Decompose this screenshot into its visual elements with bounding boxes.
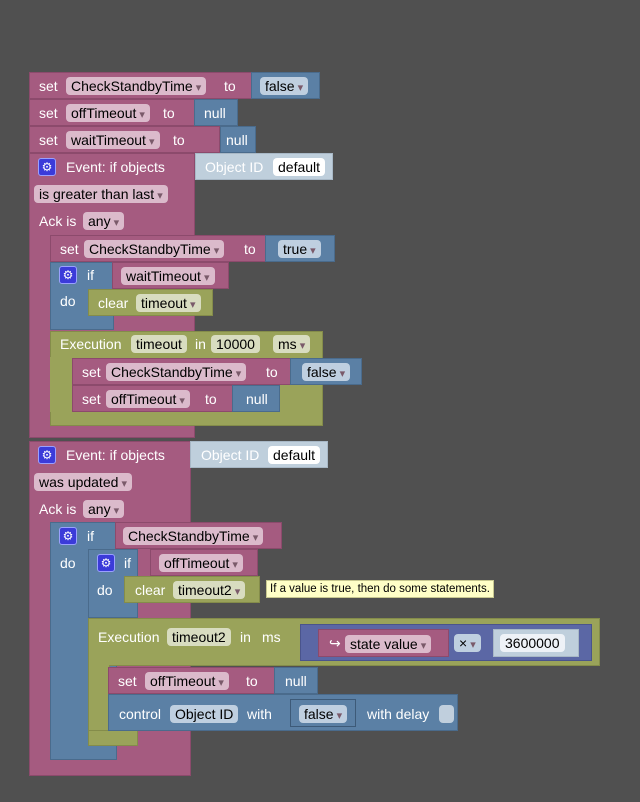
execution-block-arm bbox=[50, 357, 72, 412]
number-field[interactable]: 3600000 bbox=[500, 634, 565, 652]
delay-field[interactable]: 10000 bbox=[211, 335, 260, 353]
object-id-field[interactable]: Object ID bbox=[170, 705, 239, 723]
delay-checkbox[interactable] bbox=[439, 705, 454, 723]
clear-block[interactable]: clear timeout2 bbox=[124, 576, 260, 603]
set-block[interactable]: set offTimeout to bbox=[108, 667, 276, 694]
gear-icon[interactable]: ⚙ bbox=[97, 554, 115, 572]
gear-icon[interactable]: ⚙ bbox=[59, 527, 77, 545]
variable-dropdown[interactable]: CheckStandbyTime bbox=[106, 363, 247, 381]
null-block[interactable]: null bbox=[220, 126, 256, 153]
timer-dropdown[interactable]: timeout bbox=[136, 294, 201, 312]
ack-dropdown[interactable]: any bbox=[83, 500, 125, 518]
ack-dropdown[interactable]: any bbox=[83, 212, 125, 230]
state-value-block[interactable]: ↪ state value bbox=[318, 629, 449, 657]
set-block[interactable]: set waitTimeout to bbox=[29, 126, 220, 153]
null-block[interactable]: null bbox=[194, 99, 238, 126]
boolean-block[interactable]: false bbox=[290, 699, 356, 727]
gear-icon[interactable]: ⚙ bbox=[38, 446, 56, 464]
set-block[interactable]: set CheckStandbyTime to bbox=[50, 235, 267, 262]
variable-block[interactable]: waitTimeout bbox=[112, 262, 229, 289]
tooltip: If a value is true, then do some stateme… bbox=[266, 580, 494, 598]
object-id-block[interactable]: Object ID default bbox=[190, 441, 328, 468]
variable-dropdown[interactable]: CheckStandbyTime bbox=[66, 77, 207, 95]
boolean-block[interactable]: false bbox=[290, 358, 362, 385]
set-block[interactable]: set CheckStandbyTime to bbox=[29, 72, 253, 99]
variable-block[interactable]: offTimeout bbox=[150, 549, 258, 576]
object-id-block[interactable]: Object ID default bbox=[195, 153, 333, 180]
operator-dropdown[interactable]: × bbox=[454, 634, 481, 652]
condition-dropdown[interactable]: is greater than last bbox=[34, 185, 168, 203]
variable-dropdown[interactable]: offTimeout bbox=[66, 104, 150, 122]
set-block[interactable]: set offTimeout to bbox=[72, 385, 234, 412]
gear-icon[interactable]: ⚙ bbox=[38, 158, 56, 176]
null-block[interactable]: null bbox=[274, 667, 318, 694]
variable-dropdown[interactable]: CheckStandbyTime bbox=[84, 240, 225, 258]
event-title: Event: if objects bbox=[66, 159, 165, 175]
timer-name-field[interactable]: timeout bbox=[131, 335, 187, 353]
variable-dropdown[interactable]: waitTimeout bbox=[66, 131, 160, 149]
condition-dropdown[interactable]: was updated bbox=[34, 473, 132, 491]
timer-dropdown[interactable]: timeout2 bbox=[173, 581, 246, 599]
control-block[interactable]: control Object ID with false with delay bbox=[108, 694, 458, 731]
unit-dropdown[interactable]: ms bbox=[273, 335, 311, 353]
boolean-block[interactable]: true bbox=[265, 235, 335, 262]
event-title: Event: if objects bbox=[66, 447, 165, 463]
set-block[interactable]: set CheckStandbyTime to bbox=[72, 358, 292, 385]
variable-dropdown[interactable]: offTimeout bbox=[145, 672, 229, 690]
set-block[interactable]: set offTimeout to bbox=[29, 99, 196, 126]
execution-block-foot bbox=[88, 730, 138, 746]
state-icon: ↪ bbox=[329, 635, 341, 651]
variable-block[interactable]: CheckStandbyTime bbox=[115, 522, 282, 549]
timer-name-field[interactable]: timeout2 bbox=[167, 628, 231, 646]
number-block[interactable]: 3600000 bbox=[493, 629, 579, 657]
boolean-block[interactable]: false bbox=[251, 72, 320, 99]
clear-block[interactable]: clear timeout bbox=[88, 289, 213, 316]
math-block[interactable]: ↪ state value × 3600000 bbox=[300, 624, 592, 661]
execution-block-arm bbox=[88, 665, 110, 731]
null-block[interactable]: null bbox=[232, 385, 280, 412]
state-dropdown[interactable]: state value bbox=[345, 635, 432, 653]
variable-dropdown[interactable]: offTimeout bbox=[106, 390, 190, 408]
gear-icon[interactable]: ⚙ bbox=[59, 266, 77, 284]
